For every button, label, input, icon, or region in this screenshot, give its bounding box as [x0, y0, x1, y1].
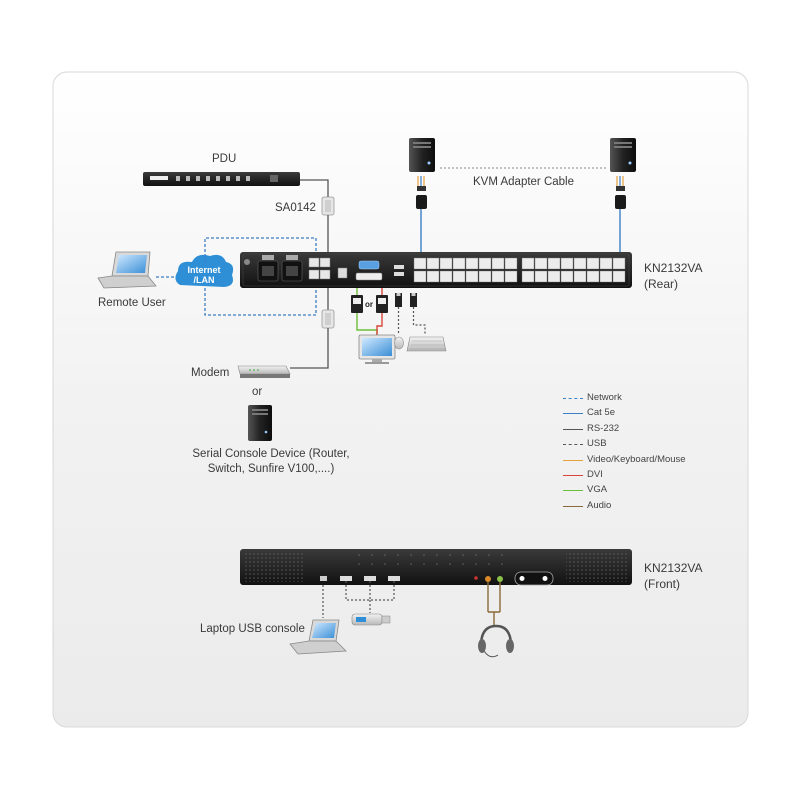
sa0142-adapter-bottom: [321, 309, 335, 329]
kvm-front-side-label: (Front): [644, 577, 680, 591]
legend-swatch: [563, 505, 583, 507]
legend-label: DVI: [587, 468, 603, 480]
kvm-adapter-right: [615, 176, 626, 255]
pdu-device: [143, 172, 300, 186]
pdu-label: PDU: [212, 153, 237, 165]
kvm-front-model-label: KN2132VA: [644, 561, 703, 575]
kvm-adapter-left: [416, 176, 427, 255]
pdu-rs232-cable: [300, 179, 329, 197]
serial-console-label-line2: Switch, Sunfire V100,....): [207, 463, 335, 475]
kvm-front-unit: [240, 549, 632, 586]
internet-lan-label-line1: Internet: [187, 265, 220, 275]
legend-swatch: [563, 490, 583, 492]
network-dashed-link: [204, 237, 317, 316]
modem-device: [237, 365, 291, 378]
console-keyboard: [406, 336, 447, 352]
laptop-usb-console: [289, 619, 347, 655]
dvi-vga-or-label: or: [365, 300, 373, 309]
legend-label: USB: [587, 438, 607, 450]
legend-label: RS-232: [587, 422, 620, 434]
modem-or-label: or: [252, 386, 263, 398]
laptop-usb-console-label: Laptop USB console: [200, 623, 305, 635]
legend-swatch: [563, 413, 583, 415]
remote-user-label: Remote User: [98, 297, 166, 309]
legend-swatch: [563, 474, 583, 476]
remote-user-laptop: [97, 251, 157, 289]
server-tower-left: [409, 138, 435, 172]
legend-swatch: [563, 428, 583, 430]
console-mouse: [394, 336, 404, 350]
legend-label: Video/Keyboard/Mouse: [587, 453, 686, 465]
usb-plug-1: [395, 293, 402, 307]
legend-swatch: [563, 398, 583, 399]
legend-label: Network: [587, 392, 622, 403]
usb-plug-2: [410, 293, 417, 307]
legend-label: Cat 5e: [587, 407, 615, 419]
headset: [478, 624, 514, 658]
kvm-rear-model-label: KN2132VA: [644, 261, 703, 275]
modem-label: Modem: [191, 367, 230, 379]
diagram-panel: [52, 71, 749, 728]
kvm-rear-unit: [240, 252, 632, 288]
legend-label: VGA: [587, 484, 608, 496]
vga-adapter: [351, 295, 363, 313]
serial-console-tower: [248, 405, 272, 441]
usb-flash-drive: [351, 613, 391, 626]
sa0142-top-label: SA0142: [275, 202, 316, 214]
console-monitor: [358, 334, 396, 364]
kvm-rear-side-label: (Rear): [644, 277, 679, 291]
front-usb-links: [345, 581, 395, 613]
kvm-adapter-cable-label: KVM Adapter Cable: [473, 176, 575, 188]
audio-cable: [487, 582, 501, 625]
sa0142-adapter-top: [321, 196, 335, 216]
dvi-adapter: [376, 295, 388, 313]
legend-label: Audio: [587, 499, 612, 511]
legend-swatch: [563, 444, 583, 446]
server-tower-right: [610, 138, 636, 172]
keyboard-usb-cable: [412, 307, 426, 335]
serial-console-label-line1: Serial Console Device (Router,: [192, 448, 350, 460]
internet-lan-label-line2: /LAN: [194, 275, 215, 285]
legend-swatch: [563, 459, 583, 461]
internet-lan-cloud: [175, 254, 234, 287]
